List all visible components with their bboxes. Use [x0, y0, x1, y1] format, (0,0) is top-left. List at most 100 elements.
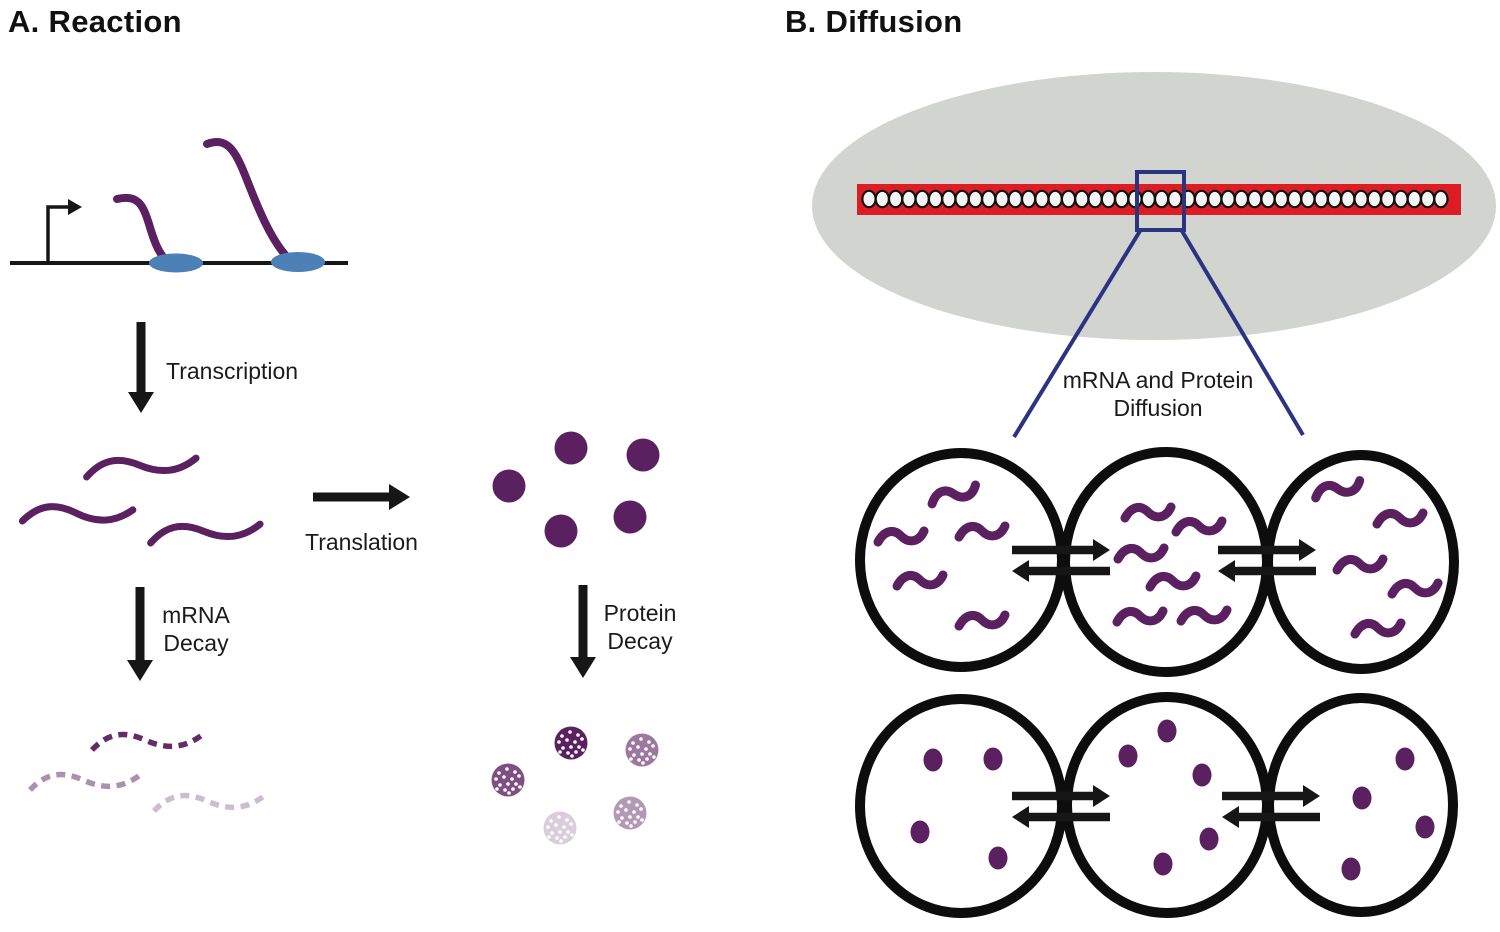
- protein-dot: [1157, 719, 1177, 743]
- speckle: [513, 770, 517, 774]
- speckle: [565, 738, 569, 742]
- speckle: [577, 745, 581, 749]
- nucleus-circle: [874, 189, 891, 209]
- mrna-molecule: [83, 454, 200, 481]
- embryo-group: [812, 72, 1496, 439]
- speckle: [632, 753, 636, 757]
- speckle: [558, 750, 562, 754]
- rna-polymerase: [271, 252, 325, 272]
- speckle: [636, 745, 640, 749]
- decayed-protein: [613, 796, 647, 830]
- transcription-label: Transcription: [166, 358, 299, 384]
- nucleus-circle: [1419, 189, 1436, 209]
- nucleus-circle: [887, 189, 904, 209]
- nucleus-circle: [1273, 189, 1290, 209]
- speckle: [629, 824, 633, 828]
- speckle: [569, 745, 573, 749]
- speckle: [580, 737, 584, 741]
- decayed-protein-body: [543, 811, 577, 845]
- protein-dot: [1118, 744, 1138, 768]
- speckle: [640, 752, 644, 756]
- speckle: [647, 740, 651, 744]
- speckle: [511, 787, 515, 791]
- speckle: [505, 767, 509, 771]
- transcription-arrow: [128, 322, 154, 413]
- speckle: [517, 774, 521, 778]
- speckle: [565, 818, 569, 822]
- speckle: [514, 782, 518, 786]
- protein-molecule: [492, 469, 526, 503]
- nucleus-circle: [927, 189, 944, 209]
- speckle: [640, 818, 644, 822]
- cell-protein-row: [855, 694, 1067, 918]
- nucleus-circle: [1193, 189, 1210, 209]
- speckle: [506, 782, 510, 786]
- speckle: [644, 747, 648, 751]
- decayed-protein: [554, 726, 588, 760]
- decayed-mrna: [27, 771, 142, 792]
- speckle: [568, 730, 572, 734]
- nucleus-circle: [1034, 189, 1050, 209]
- speckle: [627, 800, 631, 804]
- nucleus-circle: [1313, 189, 1329, 209]
- speckle: [557, 740, 561, 744]
- decayed-mrna: [151, 792, 266, 813]
- speckle: [555, 836, 559, 840]
- mrna-decay-arrow: [127, 587, 153, 681]
- speckle: [617, 820, 621, 824]
- speckle: [498, 783, 502, 787]
- speckle: [624, 808, 628, 812]
- diffusion-caption-line2: Diffusion: [1113, 395, 1203, 421]
- nucleus-circle: [1047, 189, 1063, 209]
- diffusion-exchange-arrow: [1222, 806, 1320, 828]
- mrna-molecule: [147, 520, 264, 547]
- protein-dot: [1395, 747, 1415, 771]
- translation-arrow: [313, 484, 410, 510]
- diffusion-caption: mRNA and Protein Diffusion: [1028, 366, 1288, 422]
- mrna-tilde: [1176, 605, 1232, 626]
- rna-polymerase: [149, 253, 203, 273]
- zoom-box: [1135, 170, 1186, 232]
- nucleus-circle: [1087, 189, 1103, 209]
- protein-dot: [910, 820, 930, 844]
- nucleus-circle: [1300, 189, 1316, 209]
- diffusion-exchange-arrow: [1012, 560, 1110, 582]
- mrna-tilde: [1332, 554, 1388, 575]
- nucleus-circle: [1406, 189, 1423, 209]
- speckle: [502, 775, 506, 779]
- decayed-mrna: [89, 731, 204, 752]
- protein-dot: [1153, 852, 1173, 876]
- speckle: [550, 831, 554, 835]
- diffusion-exchange-arrow: [1218, 560, 1316, 582]
- nucleus-circle: [1060, 189, 1077, 209]
- protein-molecule: [613, 500, 647, 534]
- nucleus-circle: [1286, 189, 1303, 209]
- nascent-transcript: [113, 193, 168, 262]
- mrna-tilde: [873, 526, 929, 547]
- nucleus-circle: [1433, 189, 1449, 209]
- gene-diagram: [10, 138, 348, 273]
- protein-decay-label: Protein Decay: [592, 599, 688, 655]
- translation-label: Translation: [305, 529, 418, 555]
- speckle: [546, 825, 550, 829]
- speckle: [554, 823, 558, 827]
- mrna-tilde: [892, 570, 948, 591]
- nucleus-circle: [1007, 189, 1024, 209]
- nucleus-circle: [1393, 189, 1409, 209]
- diffusion-exchange-arrow: [1012, 806, 1110, 828]
- speckle: [558, 830, 562, 834]
- mrna-molecule: [18, 503, 137, 525]
- nucleus-circle: [1113, 189, 1130, 209]
- speckle: [633, 820, 637, 824]
- speckle: [628, 815, 632, 819]
- protein-molecule: [554, 431, 588, 465]
- mrna-decay-label-line2: Decay: [163, 630, 229, 656]
- nucleus-circle: [1207, 189, 1223, 209]
- diffusion-exchange-arrow: [1012, 785, 1110, 807]
- speckle: [507, 791, 511, 795]
- mrna-decay-label: mRNA Decay: [150, 601, 242, 657]
- nucleus-circle: [1379, 189, 1396, 209]
- speckle: [563, 835, 567, 839]
- speckle: [620, 816, 624, 820]
